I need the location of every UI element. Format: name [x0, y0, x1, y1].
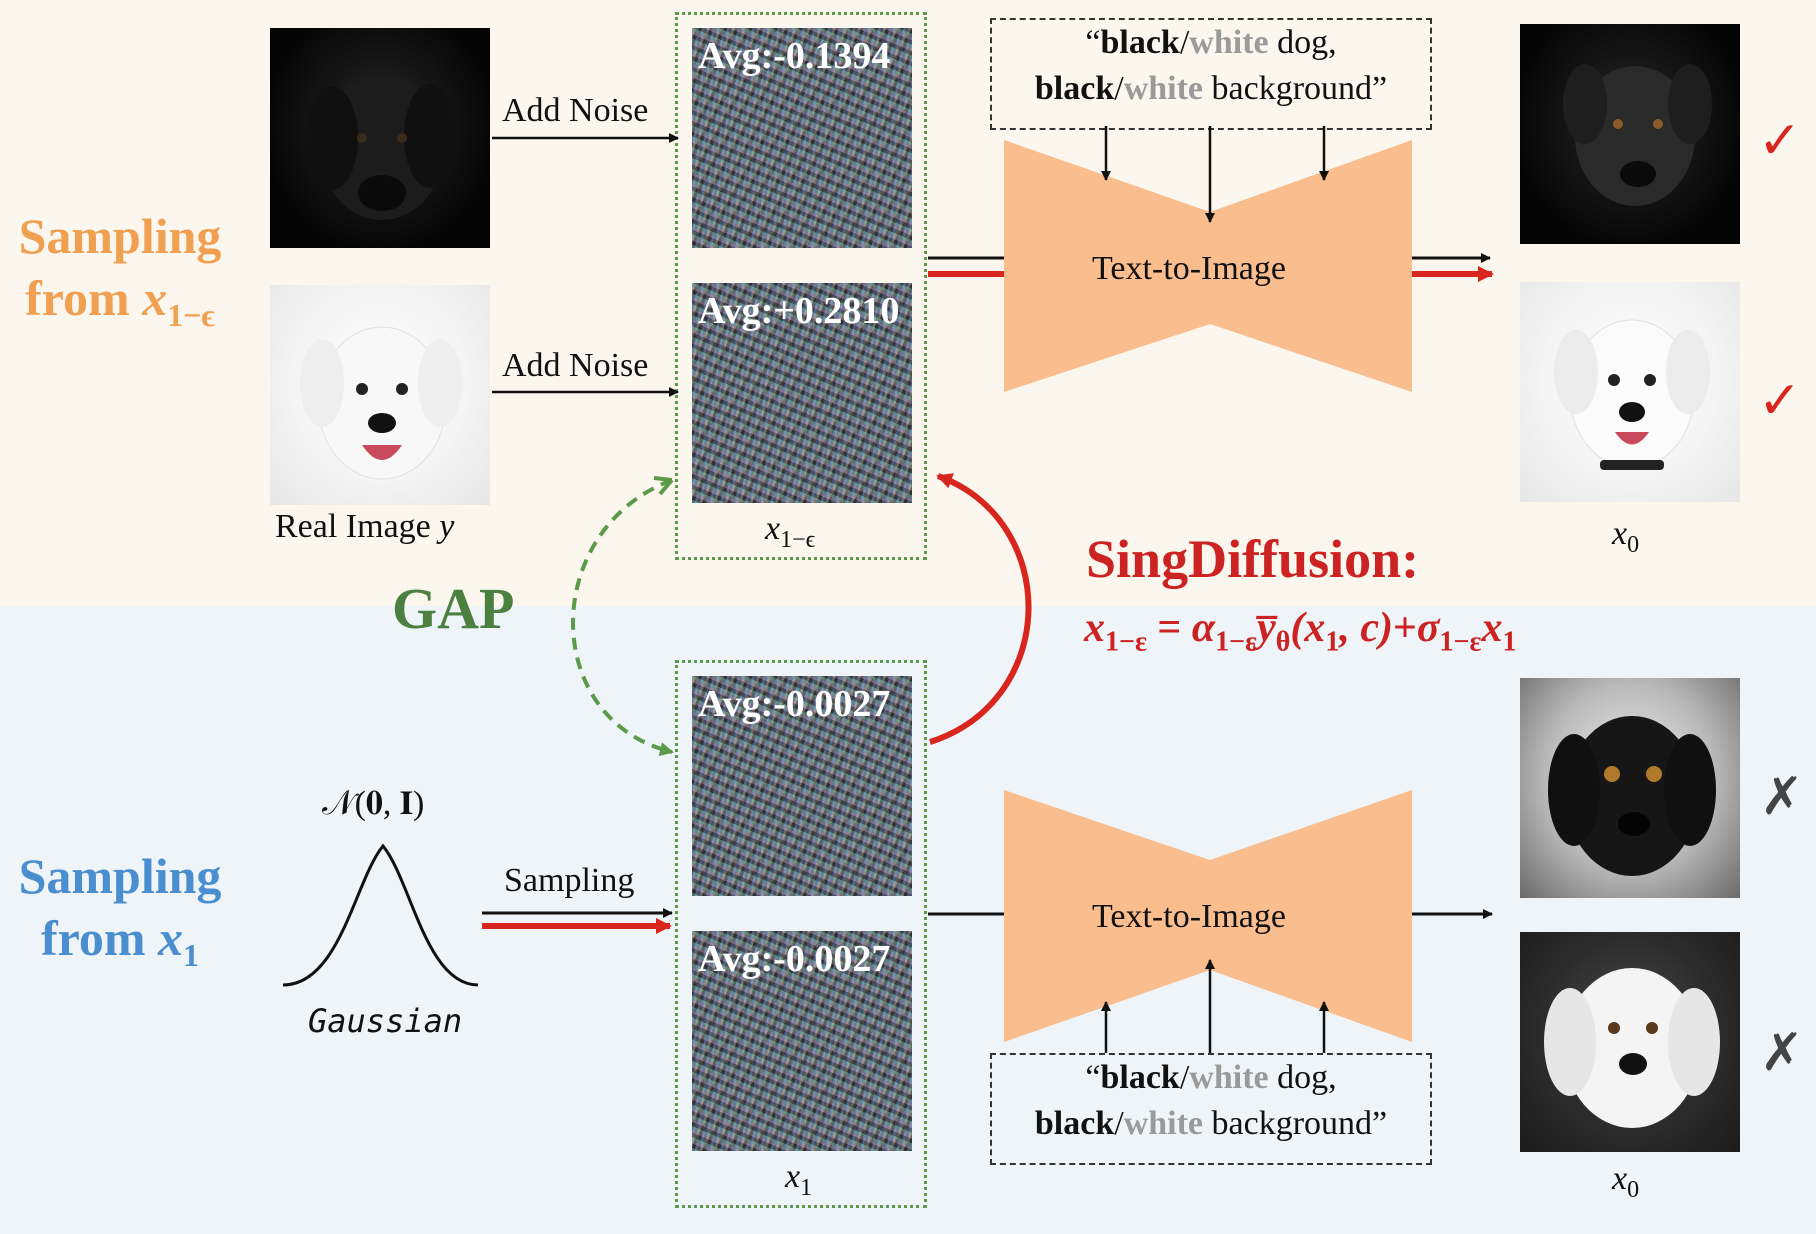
add-noise-label-top: Add Noise [502, 92, 649, 129]
noise-panel-3: Avg:-0.0027 [692, 676, 912, 896]
avg-value-4: Avg:-0.0027 [698, 938, 891, 980]
avg-value-2: Avg:+0.2810 [698, 290, 900, 332]
noise-panel-2: Avg:+0.2810 [692, 283, 912, 503]
gaussian-distribution-label: 𝒩(𝟎, 𝐈) [322, 785, 425, 822]
check-mark-1: ✓ [1758, 113, 1802, 170]
real-image-black-dog [270, 28, 490, 248]
bottom-row-label: Sampling from x1 [18, 848, 222, 973]
output-caption-top: x0 [1612, 515, 1640, 558]
cross-mark-1: ✗ [1760, 769, 1804, 826]
output-image-white-dog-top [1520, 282, 1740, 502]
noise-group-bottom-caption: x1 [785, 1158, 813, 1201]
output-black-dog-bottom-figure [1548, 716, 1716, 876]
text-to-image-label-top: Text-to-Image [1092, 250, 1286, 287]
prompt-box-bottom: “black/white dog, black/white background… [990, 1053, 1432, 1165]
output-image-white-dog-bottom [1520, 932, 1740, 1152]
noise-panel-1: Avg:-0.1394 [692, 28, 912, 248]
singdiffusion-formula: x1−ε = α1−εy̅θ(x1, c)+σ1−εx1 [1084, 605, 1517, 658]
text-to-image-label-bottom: Text-to-Image [1092, 898, 1286, 935]
gap-arc [571, 478, 674, 756]
noise-group-top [675, 12, 927, 560]
output-image-black-dog-top [1520, 24, 1740, 244]
black-dog-silhouette [306, 76, 456, 220]
avg-value-3: Avg:-0.0027 [698, 683, 891, 725]
noise-group-bottom [675, 660, 927, 1208]
text-to-image-model-bottom [1004, 790, 1412, 1042]
gaussian-caption: Gaussian [308, 1002, 463, 1040]
prompt-box-top: “black/white dog, black/white background… [990, 18, 1432, 130]
add-noise-label-bottom: Add Noise [502, 347, 649, 384]
cross-mark-2: ✗ [1760, 1025, 1804, 1082]
white-dog-silhouette [300, 326, 462, 480]
output-image-black-dog-bottom [1520, 678, 1740, 898]
output-white-dog-figure [1554, 319, 1710, 470]
sampling-label: Sampling [504, 862, 635, 899]
noise-panel-4: Avg:-0.0027 [692, 931, 912, 1151]
output-black-dog-figure [1563, 64, 1712, 206]
check-mark-2: ✓ [1758, 373, 1802, 430]
gap-arc-start-head [653, 476, 674, 496]
noise-group-top-caption: x1−ϵ [765, 510, 816, 553]
real-image-white-dog [270, 285, 490, 505]
gap-label: GAP [392, 576, 515, 641]
real-image-caption: Real Image y [275, 508, 455, 545]
singdiffusion-arc [929, 473, 1032, 745]
avg-value-1: Avg:-0.1394 [698, 35, 891, 77]
output-white-dog-bottom-figure [1544, 968, 1720, 1128]
gaussian-curve-main [282, 843, 479, 987]
output-caption-bottom: x0 [1612, 1160, 1640, 1203]
text-to-image-model-top [1004, 140, 1412, 392]
singdiffusion-title: SingDiffusion: [1086, 529, 1420, 589]
top-row-label: Sampling from x1−ϵ [18, 208, 222, 333]
